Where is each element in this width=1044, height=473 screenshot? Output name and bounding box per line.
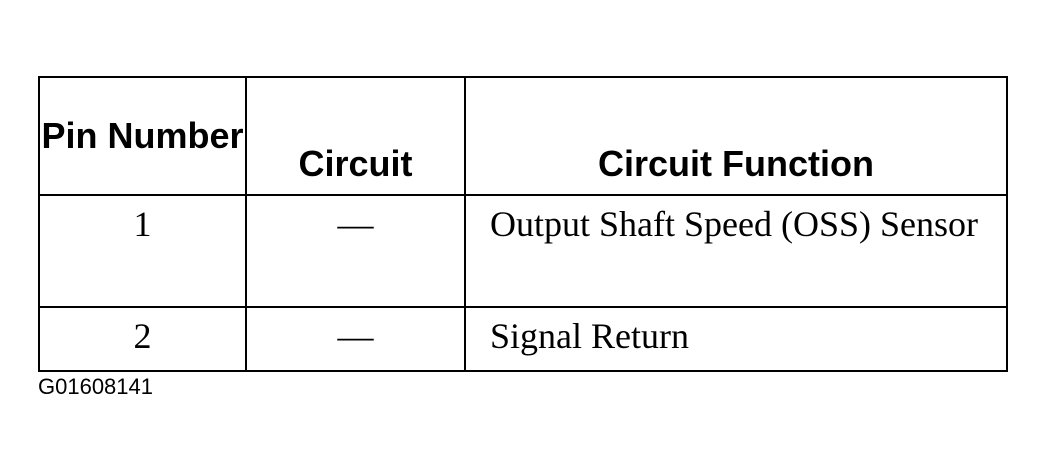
circuit-function-cell: Signal Return: [464, 306, 1008, 372]
circuit-cell: —: [245, 194, 466, 308]
pin-number-cell: 1: [38, 194, 247, 308]
header-pin-number: Pin Number: [38, 76, 247, 196]
pin-number-cell: 2: [38, 306, 247, 372]
table-row: 2 — Signal Return: [38, 306, 1008, 372]
table-header-row: Pin Number Circuit Circuit Function: [38, 76, 1008, 196]
table-row: 1 — Output Shaft Speed (OSS) Sensor: [38, 194, 1008, 308]
header-circuit-function: Circuit Function: [464, 76, 1008, 196]
connector-pin-table: Pin Number Circuit Circuit Function 1 — …: [38, 76, 1008, 372]
figure-id-label: G01608141: [38, 374, 153, 399]
circuit-function-cell: Output Shaft Speed (OSS) Sensor: [464, 194, 1008, 308]
circuit-cell: —: [245, 306, 466, 372]
header-circuit: Circuit: [245, 76, 466, 196]
